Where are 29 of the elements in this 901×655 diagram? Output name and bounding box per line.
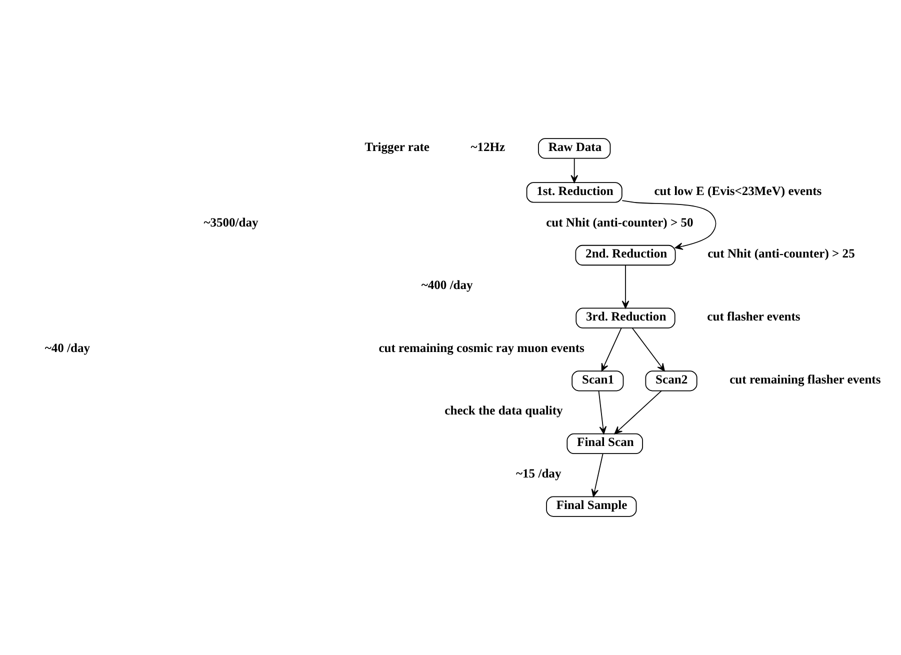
label: ~3500/day bbox=[204, 215, 258, 230]
label: check the data quality bbox=[444, 404, 563, 418]
label: cut remaining flasher events bbox=[730, 372, 881, 386]
label: cut low E (Evis<23MeV) events bbox=[654, 184, 822, 198]
label: cut Nhit (anti-counter) > 25 bbox=[708, 246, 855, 261]
label: ~40 /day bbox=[44, 340, 90, 355]
arrow bbox=[622, 200, 716, 250]
arrow bbox=[632, 328, 665, 372]
node-box: Final Sample bbox=[546, 496, 637, 517]
arrow bbox=[622, 264, 630, 309]
label: Trigger rate bbox=[364, 140, 430, 154]
arrow bbox=[601, 328, 622, 372]
arrow bbox=[591, 453, 604, 498]
label: cut remaining cosmic ray muon events bbox=[378, 340, 584, 355]
node-box: Final Scan bbox=[566, 433, 643, 454]
arrow bbox=[570, 158, 578, 183]
node-box: 2nd. Reduction bbox=[575, 244, 676, 266]
arrow bbox=[614, 390, 662, 434]
arrow bbox=[598, 390, 607, 434]
label: ~15 /day bbox=[516, 466, 562, 481]
node-box: 3rd. Reduction bbox=[576, 308, 676, 328]
node-box: Raw Data bbox=[538, 138, 611, 159]
label: ~12Hz bbox=[470, 140, 506, 154]
node-box: Scan2 bbox=[645, 370, 698, 392]
node-box: 1st. Reduction bbox=[526, 182, 622, 203]
label: cut Nhit (anti-counter) > 50 bbox=[546, 215, 694, 230]
node-box: Scan1 bbox=[572, 370, 624, 392]
label: cut flasher events bbox=[707, 310, 800, 324]
label: ~400 /day bbox=[421, 278, 473, 292]
